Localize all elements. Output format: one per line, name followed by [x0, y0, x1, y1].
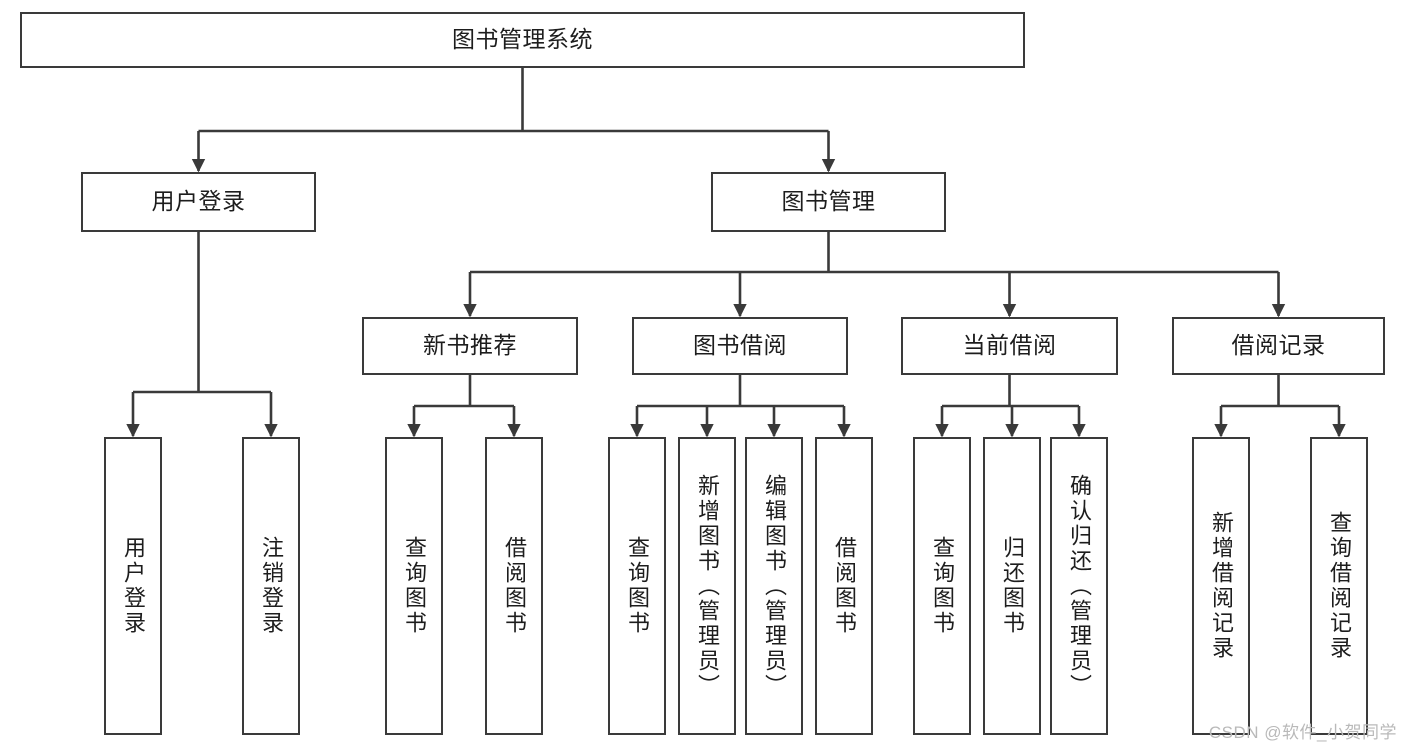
node-label: 查询借阅记录 — [1327, 511, 1352, 661]
node-l3[interactable]: 查询图书 — [385, 437, 443, 735]
node-n3c[interactable]: 当前借阅 — [901, 317, 1118, 375]
node-label: 当前借阅 — [962, 332, 1057, 359]
node-n3b[interactable]: 图书借阅 — [632, 317, 848, 375]
node-label: 图书管理系统 — [452, 26, 593, 53]
node-label: 编辑图书（管理员） — [762, 473, 787, 699]
node-l7[interactable]: 编辑图书（管理员） — [745, 437, 803, 735]
node-l1[interactable]: 用户登录 — [104, 437, 162, 735]
node-n3a[interactable]: 新书推荐 — [362, 317, 578, 375]
node-label: 归还图书 — [1000, 536, 1025, 636]
node-label: 借阅记录 — [1231, 332, 1326, 359]
node-label: 注销登录 — [259, 536, 284, 636]
node-label: 查询图书 — [930, 536, 955, 636]
node-label: 用户登录 — [121, 536, 146, 636]
node-label: 新增借阅记录 — [1209, 511, 1234, 661]
node-label: 新增图书（管理员） — [695, 473, 720, 699]
watermark: CSDN @软件_小贺同学 — [1208, 723, 1397, 742]
node-l10[interactable]: 归还图书 — [983, 437, 1041, 735]
node-label: 图书管理 — [781, 188, 876, 215]
node-label: 确认归还（管理员） — [1067, 473, 1092, 699]
node-label: 查询图书 — [625, 536, 650, 636]
node-label: 查询图书 — [402, 536, 427, 636]
node-l11[interactable]: 确认归还（管理员） — [1050, 437, 1108, 735]
node-l5[interactable]: 查询图书 — [608, 437, 666, 735]
node-l13[interactable]: 查询借阅记录 — [1310, 437, 1368, 735]
node-n3d[interactable]: 借阅记录 — [1172, 317, 1385, 375]
node-l9[interactable]: 查询图书 — [913, 437, 971, 735]
node-n2a[interactable]: 用户登录 — [81, 172, 316, 232]
node-label: 图书借阅 — [693, 332, 787, 359]
node-l2[interactable]: 注销登录 — [242, 437, 300, 735]
node-label: 借阅图书 — [502, 536, 527, 636]
node-label: 借阅图书 — [832, 536, 857, 636]
node-label: 新书推荐 — [423, 332, 517, 359]
node-l12[interactable]: 新增借阅记录 — [1192, 437, 1250, 735]
node-l8[interactable]: 借阅图书 — [815, 437, 873, 735]
node-l6[interactable]: 新增图书（管理员） — [678, 437, 736, 735]
node-l4[interactable]: 借阅图书 — [485, 437, 543, 735]
node-root[interactable]: 图书管理系统 — [20, 12, 1025, 68]
node-n2b[interactable]: 图书管理 — [711, 172, 946, 232]
node-label: 用户登录 — [151, 188, 246, 215]
